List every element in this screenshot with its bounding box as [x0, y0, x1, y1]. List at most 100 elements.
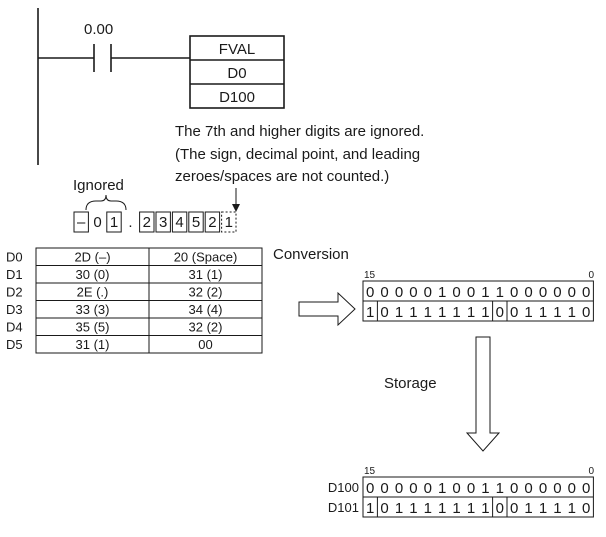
table-reg: D3 — [6, 302, 23, 317]
ascii-char: 0 — [93, 214, 101, 231]
bit: 0 — [496, 500, 504, 517]
bit: 0 — [366, 480, 374, 497]
table-reg: D5 — [6, 337, 23, 352]
source-operand: D0 — [227, 65, 246, 82]
ascii-cell — [106, 211, 122, 233]
bit: 1 — [452, 304, 460, 321]
table-hi-byte: 2E (.) — [77, 285, 109, 300]
ascii-cell — [73, 211, 89, 233]
bit: 0 — [553, 284, 561, 301]
bottom-bit-0-label: 0 — [588, 466, 594, 477]
bit: 0 — [582, 500, 590, 517]
ascii-char: – — [77, 214, 86, 231]
result-reg: D100 — [328, 480, 359, 495]
bit: 1 — [524, 304, 532, 321]
bit: 1 — [568, 500, 576, 517]
ascii-cell — [221, 211, 237, 233]
table-reg: D1 — [6, 267, 23, 282]
bit: 0 — [395, 480, 403, 497]
bit: 1 — [553, 500, 561, 517]
bit: 1 — [438, 284, 446, 301]
ascii-cell — [155, 211, 171, 233]
dest-operand: D100 — [219, 89, 255, 106]
bit: 0 — [524, 284, 532, 301]
ascii-char: 4 — [175, 214, 183, 231]
result-reg: D101 — [328, 500, 359, 515]
note-line-2: (The sign, decimal point, and leading — [175, 146, 420, 163]
table-lo-byte: 20 (Space) — [174, 250, 238, 265]
bit: 1 — [481, 500, 489, 517]
bit: 1 — [481, 480, 489, 497]
table-hi-byte: 2D (–) — [74, 250, 110, 265]
bit: 1 — [467, 304, 475, 321]
bit: 1 — [409, 500, 417, 517]
bit: 1 — [452, 500, 460, 517]
bit: 0 — [496, 304, 504, 321]
bit: 1 — [424, 500, 432, 517]
conversion-arrow — [298, 291, 356, 327]
bit: 0 — [380, 480, 388, 497]
ascii-cell — [171, 211, 188, 233]
bit: 1 — [438, 304, 446, 321]
bit: 1 — [366, 500, 374, 517]
bit: 1 — [424, 304, 432, 321]
ascii-cell — [188, 211, 204, 233]
bit: 0 — [409, 480, 417, 497]
bit: 0 — [568, 284, 576, 301]
table-lo-byte: 00 — [198, 337, 212, 352]
bit: 1 — [395, 500, 403, 517]
table-lo-byte: 34 (4) — [189, 302, 223, 317]
bit: 0 — [380, 500, 388, 517]
bit: 0 — [510, 500, 518, 517]
bit: 1 — [524, 500, 532, 517]
bit: 0 — [539, 480, 547, 497]
table-reg: D0 — [6, 250, 23, 265]
bit: 0 — [424, 480, 432, 497]
storage-label: Storage — [384, 375, 437, 392]
bit: 0 — [582, 480, 590, 497]
note-line-3: zeroes/spaces are not counted.) — [175, 168, 389, 185]
bit: 0 — [553, 480, 561, 497]
bit: 0 — [380, 304, 388, 321]
instruction-name: FVAL — [219, 41, 255, 58]
bit: 0 — [424, 284, 432, 301]
bit: 1 — [481, 304, 489, 321]
bit: 0 — [539, 284, 547, 301]
bit: 0 — [366, 284, 374, 301]
ascii-char: . — [128, 214, 132, 231]
ascii-char: 2 — [143, 214, 151, 231]
bit: 1 — [409, 304, 417, 321]
table-hi-byte: 30 (0) — [76, 267, 110, 282]
table-lo-byte: 32 (2) — [189, 285, 223, 300]
ascii-char: 2 — [208, 214, 216, 231]
ascii-cell — [204, 211, 221, 233]
bit: 0 — [568, 480, 576, 497]
bit: 0 — [582, 284, 590, 301]
ignored-brace — [85, 194, 127, 211]
bit: 0 — [452, 284, 460, 301]
bit: 1 — [539, 304, 547, 321]
table-reg: D4 — [6, 320, 23, 335]
table-hi-byte: 35 (5) — [76, 320, 110, 335]
note-arrow-head — [232, 204, 240, 212]
bit: 1 — [496, 284, 504, 301]
instruction-block — [189, 35, 285, 109]
bit: 0 — [510, 284, 518, 301]
bit: 1 — [467, 500, 475, 517]
ascii-char: 5 — [192, 214, 200, 231]
bit: 0 — [524, 480, 532, 497]
storage-arrow — [465, 336, 501, 452]
ignored-label: Ignored — [73, 177, 124, 194]
bit: 1 — [366, 304, 374, 321]
bit: 1 — [438, 500, 446, 517]
bit: 0 — [510, 304, 518, 321]
table-lo-byte: 31 (1) — [189, 267, 223, 282]
ascii-char: 3 — [159, 214, 167, 231]
bit: 1 — [553, 304, 561, 321]
bottom-bit-15-label: 15 — [364, 466, 376, 477]
conversion-label: Conversion — [273, 246, 349, 263]
